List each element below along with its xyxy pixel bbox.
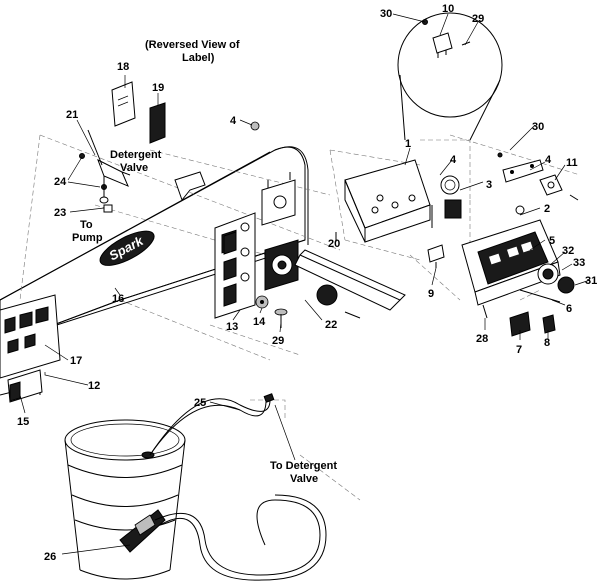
leader-lines	[19, 13, 591, 555]
callout-9: 9	[428, 288, 434, 300]
hose-25	[149, 393, 327, 581]
callout-17: 17	[70, 355, 82, 367]
control-box-1	[344, 159, 431, 243]
fitting-11	[539, 174, 579, 201]
switch-8	[542, 314, 556, 334]
dial-32	[537, 263, 559, 285]
top-slot	[174, 171, 206, 202]
reversed-label-19	[149, 102, 166, 144]
bracket-top	[261, 172, 296, 226]
to-detergent-valve-label-line2: Valve	[290, 473, 318, 485]
to-detergent-valve-label-line1: To Detergent	[270, 460, 337, 472]
callout-22: 22	[325, 319, 337, 331]
callout-29-lower: 29	[272, 335, 284, 347]
detergent-valve-21	[79, 129, 131, 204]
control-panel-2	[461, 205, 561, 306]
callout-12: 12	[88, 380, 100, 392]
fastener-29-lower	[274, 308, 288, 328]
callout-5: 5	[549, 235, 555, 247]
callout-24: 24	[54, 176, 67, 188]
switch-7	[509, 311, 531, 337]
knob-31	[557, 276, 575, 294]
callout-19: 19	[152, 82, 164, 94]
callout-numbers: 30 10 29 30 1 4 3 4 11 2 5 32 33 31 6 7 …	[17, 3, 597, 563]
callout-28: 28	[476, 333, 488, 345]
callout-2: 2	[544, 203, 550, 215]
callout-15: 15	[17, 416, 29, 428]
reversed-view-label-line1: (Reversed View of	[145, 39, 240, 51]
callout-3: 3	[486, 179, 492, 191]
callout-33: 33	[573, 257, 585, 269]
callout-20: 20	[328, 238, 340, 250]
callout-32: 32	[562, 245, 574, 257]
callout-18: 18	[117, 61, 129, 73]
label-card-18	[111, 81, 136, 127]
cable-6	[519, 289, 561, 303]
callout-8: 8	[544, 337, 550, 349]
callout-10: 10	[442, 3, 454, 15]
callout-7: 7	[516, 344, 522, 356]
callout-23: 23	[54, 207, 66, 219]
text-labels: (Reversed View of Label) Detergent Valve…	[72, 39, 337, 485]
callout-4-mid: 4	[450, 154, 457, 166]
callout-30-top: 30	[380, 8, 392, 20]
callout-31: 31	[585, 275, 597, 287]
callout-29-top: 29	[472, 13, 484, 25]
control-panel-13	[214, 212, 256, 319]
callout-1: 1	[405, 138, 411, 150]
rail-bracket	[294, 249, 406, 311]
callout-4-right: 4	[545, 154, 552, 166]
detergent-valve-label-line1: Detergent	[110, 149, 162, 161]
callout-16: 16	[112, 293, 124, 305]
washer-4-top	[250, 121, 260, 131]
bracket-4-right	[497, 152, 544, 183]
callout-4-top: 4	[230, 115, 237, 127]
detail-circle	[397, 12, 503, 141]
callout-21: 21	[66, 109, 78, 121]
reversed-view-label-line2: Label)	[182, 52, 215, 64]
callout-25: 25	[194, 397, 206, 409]
callout-13: 13	[226, 321, 238, 333]
pressure-switch-3	[431, 175, 462, 228]
screw-28	[482, 304, 488, 319]
to-pump-label-line1: To	[80, 219, 93, 231]
to-pump-label-line2: Pump	[72, 232, 103, 244]
callout-6: 6	[566, 303, 572, 315]
bucket-26	[64, 419, 186, 580]
decal-15	[7, 369, 43, 403]
component-9	[427, 244, 445, 268]
dial-panel-22	[264, 239, 299, 291]
callout-26: 26	[44, 551, 56, 563]
fitting-23	[103, 204, 113, 213]
callout-30-right: 30	[532, 121, 544, 133]
decal-17	[0, 294, 61, 379]
detergent-valve-label-line2: Valve	[120, 162, 148, 174]
fastener-14	[255, 295, 269, 309]
callout-14: 14	[253, 316, 266, 328]
callout-11: 11	[566, 157, 578, 169]
knob-22	[316, 284, 361, 319]
